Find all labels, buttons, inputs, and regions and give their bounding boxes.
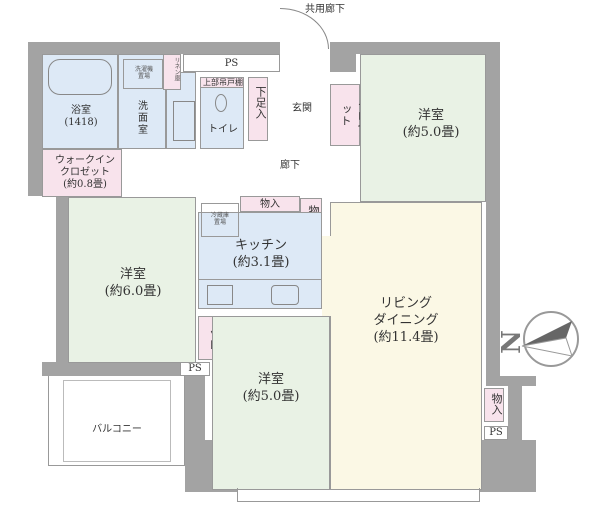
bedroom-right-label: 洋室 (約5.0畳): [402, 108, 460, 140]
living-label: リビング ダイニング (約11.4畳): [373, 296, 439, 345]
shoe-storage: 下足入: [248, 77, 268, 141]
living-extension: [322, 236, 332, 316]
bath-label: 浴室 (1418): [64, 105, 98, 128]
washer-space-label: 洗濯機 置場: [134, 66, 153, 80]
window-sill: [237, 488, 480, 502]
balcony-inner: [63, 380, 171, 462]
wall-right: [486, 42, 500, 382]
living-dining: リビング ダイニング (約11.4畳): [330, 202, 482, 490]
linen-label: リネン庫: [173, 57, 180, 81]
bathtub-icon: [48, 59, 112, 95]
bedroom-right: 洋室 (約5.0畳): [360, 54, 486, 202]
bedroom-left: 洋室 (約6.0畳): [68, 197, 196, 363]
compass-tail: [521, 337, 573, 357]
ps-left-label: PS: [188, 363, 202, 374]
wall-balcony-side: [185, 376, 205, 442]
ps-left: PS: [180, 362, 210, 376]
wall-top-left: [28, 42, 280, 54]
compass-icon: [521, 311, 579, 367]
wall-right-post: [508, 376, 522, 446]
fridge-space-label: 冷蔵庫 置場: [210, 212, 229, 226]
hallway-label: 廊下: [280, 160, 300, 171]
entrance-label: 玄関: [292, 103, 312, 114]
wall-left-upper: [28, 42, 42, 152]
stove-icon: [207, 285, 233, 305]
linen-storage: リネン庫: [163, 54, 181, 90]
bathroom: 浴室 (1418): [42, 54, 118, 149]
ps-right-label: PS: [489, 427, 503, 438]
closet-right[interactable]: クロゼット: [330, 84, 369, 146]
washroom-label: 洗 面 室: [138, 101, 148, 136]
toilet-icon: [215, 94, 227, 112]
kitchen-label: キッチン (約3.1畳): [232, 238, 290, 270]
wall-top-right: [330, 42, 500, 54]
ps-top: PS: [183, 54, 280, 72]
walk-in-closet-label: ウォークイン クロゼット (約0.8畳): [55, 155, 115, 190]
compass-needle: [522, 321, 572, 346]
common-corridor-label: 共用廊下: [305, 4, 345, 15]
wall-balcony-top: [42, 362, 182, 376]
pillar-right: [480, 440, 536, 492]
wall-left-lower: [56, 196, 68, 376]
shoe-storage-label: 下足入: [254, 86, 267, 119]
bedroom-left-label: 洋室 (約6.0畳): [104, 267, 162, 299]
storage-hall[interactable]: 物入: [240, 196, 300, 212]
wall-entrance-post: [330, 42, 356, 72]
kitchen-sink-icon: [271, 285, 299, 305]
kitchen: 冷蔵庫 置場 キッチン (約3.1畳): [198, 203, 322, 309]
wall-left-mid: [28, 148, 42, 196]
storage-living-label: 物入: [490, 393, 503, 415]
upper-cabinet: 上部吊戸棚: [200, 77, 244, 88]
counter-line: [199, 279, 321, 280]
storage-living[interactable]: 物入: [484, 388, 504, 422]
fridge-space: 冷蔵庫 置場: [201, 203, 239, 237]
washroom: 洗濯機 置場 洗 面 室: [118, 54, 166, 149]
sink-icon: [173, 101, 195, 141]
bedroom-bottom: 洋室 (約5.0畳): [212, 316, 330, 490]
bedroom-bottom-label: 洋室 (約5.0畳): [242, 372, 300, 404]
upper-cabinet-label: 上部吊戸棚: [203, 78, 243, 87]
balcony: バルコニー: [48, 376, 185, 466]
ps-top-label: PS: [224, 58, 239, 69]
storage-hall-label: 物入: [260, 199, 280, 210]
balcony-label: バルコニー: [92, 424, 142, 435]
toilet-label: トイレ: [208, 124, 238, 135]
walk-in-closet[interactable]: ウォークイン クロゼット (約0.8畳): [42, 149, 122, 197]
ps-right: PS: [484, 426, 508, 440]
washer-space: 洗濯機 置場: [123, 59, 163, 89]
